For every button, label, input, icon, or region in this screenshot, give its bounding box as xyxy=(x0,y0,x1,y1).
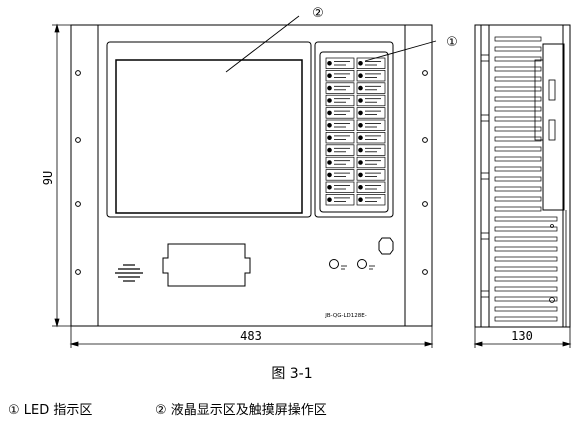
vent-slot xyxy=(494,106,542,112)
led-indicator xyxy=(356,144,386,156)
led-indicator xyxy=(325,94,355,107)
legend-text-led: LED 指示区 xyxy=(23,403,93,418)
key-switch xyxy=(378,237,394,255)
led-indicator xyxy=(325,107,355,119)
vent-slot xyxy=(494,156,542,162)
round-button-right xyxy=(357,259,367,269)
led-indicator xyxy=(356,194,386,206)
mounting-holes xyxy=(75,70,428,275)
led-panel-outer xyxy=(314,41,394,218)
led-indicator xyxy=(356,181,386,193)
round-button-left xyxy=(329,259,339,269)
led-indicator xyxy=(356,107,386,119)
vent-slot xyxy=(494,76,542,82)
legend-item-lcd: ② 液晶显示区及触摸屏操作区 xyxy=(155,399,327,418)
led-indicator xyxy=(356,169,386,181)
vent-slot xyxy=(494,206,542,212)
vent-slot xyxy=(494,216,558,222)
led-indicator xyxy=(356,94,386,107)
dimension-depth xyxy=(473,327,572,348)
side-view xyxy=(474,24,571,328)
side-front-flange xyxy=(474,24,482,328)
vent-slot xyxy=(494,166,542,172)
vent-slot xyxy=(494,236,558,242)
vent-slot xyxy=(494,276,558,282)
vent-slot xyxy=(494,306,558,312)
callout-led: ① xyxy=(364,35,458,62)
led-indicator-grid xyxy=(325,57,386,206)
figure-caption: 图 3-1 xyxy=(271,366,313,382)
led-indicator xyxy=(356,70,386,82)
width-label: 483 xyxy=(240,329,262,343)
vent-slot xyxy=(494,246,558,252)
vent-slot xyxy=(494,86,542,92)
vent-slot xyxy=(494,196,542,202)
side-vent-slots xyxy=(494,36,558,322)
vent-slot xyxy=(494,176,542,182)
led-indicator xyxy=(325,119,355,131)
vent-slot xyxy=(494,266,558,272)
led-indicator xyxy=(325,132,355,144)
led-indicator xyxy=(325,194,355,206)
front-panel-outline xyxy=(70,24,433,327)
dimension-height xyxy=(52,23,71,328)
led-indicator xyxy=(325,169,355,181)
depth-label: 130 xyxy=(511,329,533,343)
vent-slot xyxy=(494,136,542,142)
lcd-bezel xyxy=(106,41,312,218)
nameplate-label: JB-QG-LD128E- xyxy=(324,313,366,319)
legend-marker-lcd: ② xyxy=(155,403,167,418)
vent-slot xyxy=(494,126,542,132)
button-marks xyxy=(341,265,375,270)
dimension-width xyxy=(69,326,434,348)
vent-slot xyxy=(494,286,558,292)
printer-slot xyxy=(162,243,251,287)
vent-slot xyxy=(494,186,542,192)
vent-slot xyxy=(494,256,558,262)
led-indicator xyxy=(325,181,355,193)
led-indicator xyxy=(325,144,355,156)
height-label: 9U xyxy=(41,171,55,185)
vent-slot xyxy=(494,46,542,52)
front-view xyxy=(70,24,433,327)
side-top-module xyxy=(542,43,565,211)
lcd-screen xyxy=(115,59,303,214)
vent-slot xyxy=(494,316,558,322)
vent-slot xyxy=(494,226,558,232)
led-indicator xyxy=(325,82,355,94)
led-indicator xyxy=(356,82,386,94)
vent-slot xyxy=(494,146,542,152)
led-indicator xyxy=(325,57,355,69)
led-indicator xyxy=(356,156,386,169)
led-indicator xyxy=(356,119,386,131)
vent-slot xyxy=(494,296,558,302)
led-indicator xyxy=(356,57,386,69)
callout-led-marker: ① xyxy=(446,35,458,50)
led-panel-inner xyxy=(319,51,389,213)
vent-slot xyxy=(494,56,542,62)
callout-lcd: ② xyxy=(225,6,324,73)
vent-slot xyxy=(494,116,542,122)
legend-item-led: ① LED 指示区 xyxy=(8,399,92,418)
vent-slot xyxy=(494,66,542,72)
led-indicator xyxy=(356,132,386,144)
legend-marker-led: ① xyxy=(8,403,20,418)
speaker-grille xyxy=(115,264,143,282)
callout-lcd-marker: ② xyxy=(312,6,324,21)
legend-text-lcd: 液晶显示区及触摸屏操作区 xyxy=(170,403,327,418)
led-indicator xyxy=(325,70,355,82)
led-indicator xyxy=(325,156,355,169)
vent-slot xyxy=(494,96,542,102)
vent-slot xyxy=(494,36,542,42)
